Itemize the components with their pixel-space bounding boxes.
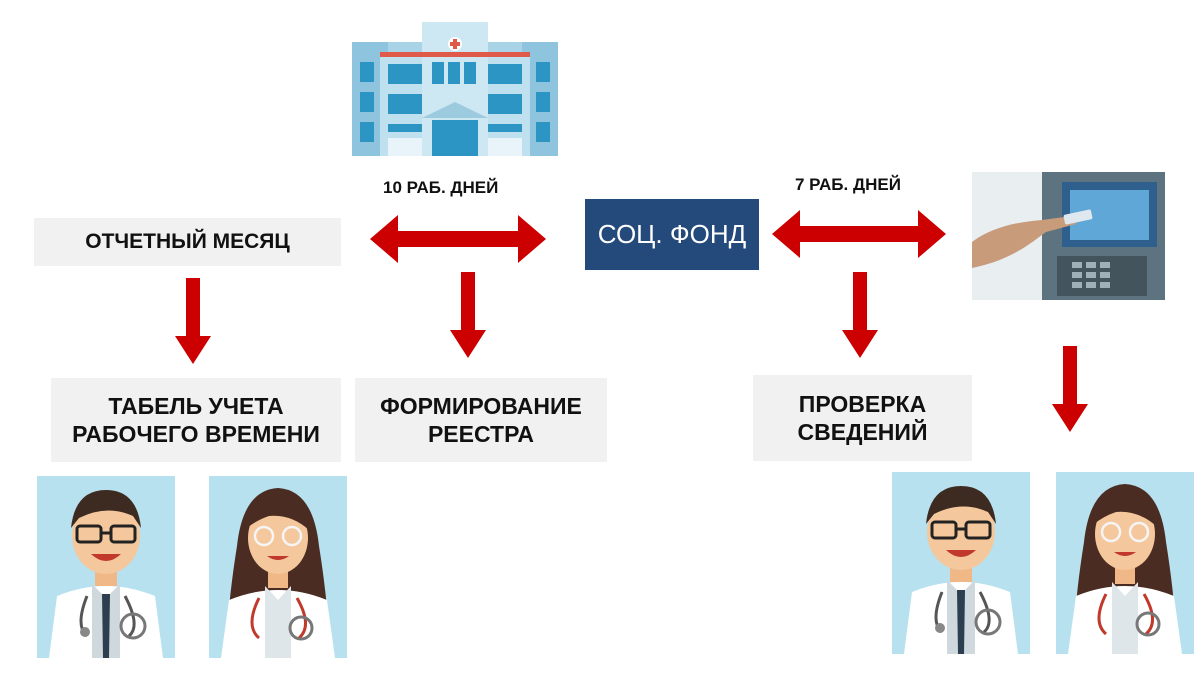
social-fund-text: СОЦ. ФОНД (597, 219, 747, 249)
down-arrow-register (450, 272, 486, 358)
double-arrow-right (772, 210, 946, 258)
reporting-month-text: ОТЧЕТНЫЙ МЕСЯЦ (85, 230, 290, 254)
female-doctor-icon (209, 476, 347, 658)
timesheet-line1: ТАБЕЛЬ УЧЕТА (108, 392, 284, 419)
male-doctor-icon (37, 476, 175, 658)
social-fund-box: СОЦ. ФОНД (585, 199, 759, 270)
days-right-label: 7 РАБ. ДНЕЙ (795, 175, 901, 194)
double-arrow-left (370, 215, 546, 263)
down-arrow-payment (1052, 346, 1088, 432)
atm-card-photo (972, 172, 1165, 300)
hospital-icon (352, 22, 558, 156)
register-line1: ФОРМИРОВАНИЕ (380, 392, 582, 419)
timesheet-box: ТАБЕЛЬ УЧЕТА РАБОЧЕГО ВРЕМЕНИ (51, 378, 341, 462)
down-arrow-month (175, 278, 211, 364)
check-line2: СВЕДЕНИЙ (797, 419, 928, 445)
days-left-label: 10 РАБ. ДНЕЙ (383, 178, 499, 197)
down-arrow-check (842, 272, 878, 358)
timesheet-line2: РАБОЧЕГО ВРЕМЕНИ (72, 421, 320, 447)
register-line2: РЕЕСТРА (427, 421, 535, 447)
female-doctor-icon (1056, 472, 1194, 654)
male-doctor-icon (892, 472, 1030, 654)
reporting-month-box: ОТЧЕТНЫЙ МЕСЯЦ (34, 218, 341, 266)
check-line1: ПРОВЕРКА (798, 390, 927, 417)
register-box: ФОРМИРОВАНИЕ РЕЕСТРА (355, 378, 607, 462)
check-box: ПРОВЕРКА СВЕДЕНИЙ (753, 375, 972, 461)
